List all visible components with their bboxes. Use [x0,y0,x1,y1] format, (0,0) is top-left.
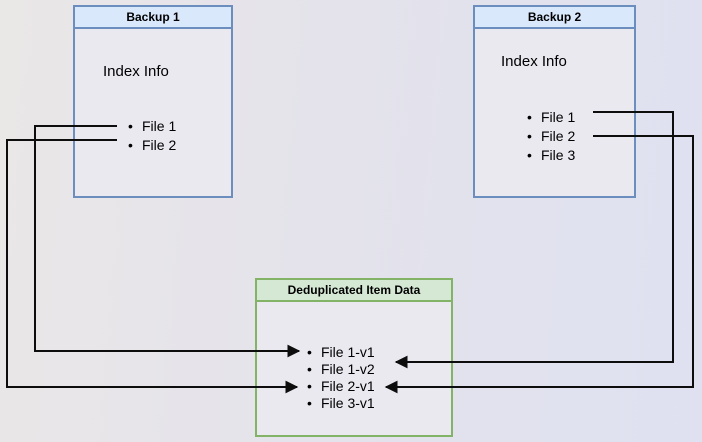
file-item: File 2 [128,136,176,155]
file-item: File 2-v1 [307,378,375,395]
file-item: File 1 [527,108,575,127]
deduplicated-item-data-box: Deduplicated Item Data File 1-v1File 1-v… [255,278,453,437]
file-item: File 2 [527,127,575,146]
file-item: File 3-v1 [307,395,375,412]
backup1-title: Backup 1 [126,10,180,24]
backup1-header: Backup 1 [75,7,231,29]
backup2-box: Backup 2 Index Info File 1File 2File 3 [473,5,636,198]
backup2-title: Backup 2 [527,10,582,24]
backup1-file-list: File 1File 2 [128,117,176,155]
dedup-file-list: File 1-v1File 1-v2File 2-v1File 3-v1 [307,344,375,412]
dedup-header: Deduplicated Item Data [257,280,451,302]
backup2-file-list: File 1File 2File 3 [527,108,575,165]
backup1-box: Backup 1 Index Info File 1File 2 [73,5,233,198]
backup2-index-info-label: Index Info [501,53,567,70]
file-item: File 1 [128,117,176,136]
file-item: File 1-v2 [307,361,375,378]
file-item: File 3 [527,146,575,165]
backup1-index-info-label: Index Info [103,63,169,80]
backup2-header: Backup 2 [475,7,634,29]
file-item: File 1-v1 [307,344,375,361]
dedup-title: Deduplicated Item Data [287,283,421,297]
